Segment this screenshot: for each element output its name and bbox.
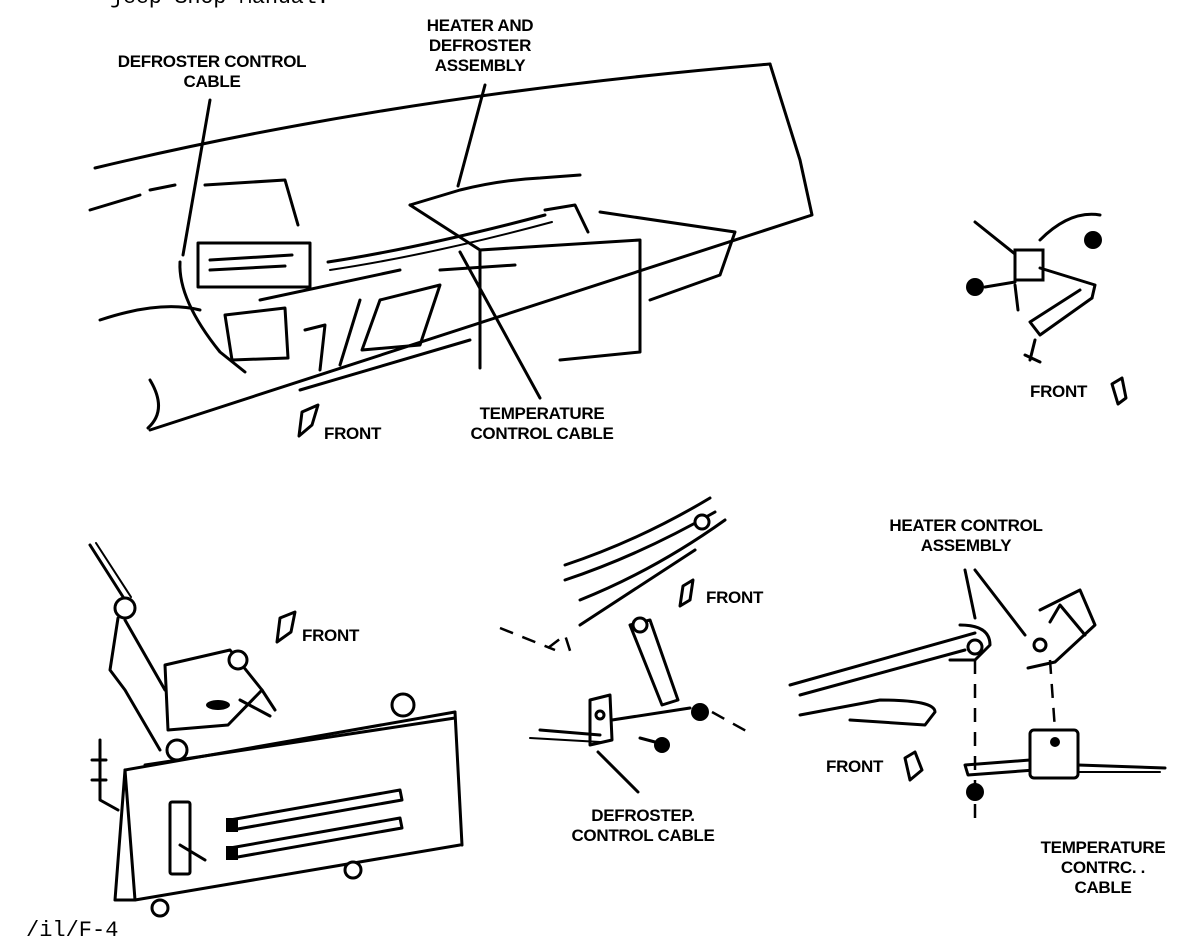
defroster-linkage-detail [966,212,1128,406]
front-label-top-center: FRONT [324,424,382,443]
heater-control-assembly-detail [788,568,1167,820]
temperature-control-cable-label-bottom: TEMPERATURE CONTRC. . CABLE [1040,838,1166,897]
figure-id: /il/F-4 [26,918,119,943]
defroster-control-cable-label: DEFROSTER CONTROL CABLE [117,52,307,91]
defroster-cable-attachment-detail [499,496,749,794]
front-label-bottom-left: FRONT [302,626,360,645]
header-fragment-text: jeep Shop Manual. [110,0,330,9]
heater-defroster-assembly-label: HEATER AND DEFROSTER ASSEMBLY [426,16,534,75]
heater-control-assembly-label: HEATER CONTROL ASSEMBLY [889,516,1043,555]
temperature-control-cable-label-top: TEMPERATURE CONTROL CABLE [470,404,614,443]
dashboard-overview-illustration [88,62,814,438]
defroster-control-cable-label-bottom: DEFROSTEP. CONTROL CABLE [571,806,715,845]
heater-control-panel-illustration [88,542,464,918]
front-label-bottom-center: FRONT [706,588,764,607]
front-label-top-right: FRONT [1030,382,1088,401]
front-label-bottom-right: FRONT [826,757,884,776]
